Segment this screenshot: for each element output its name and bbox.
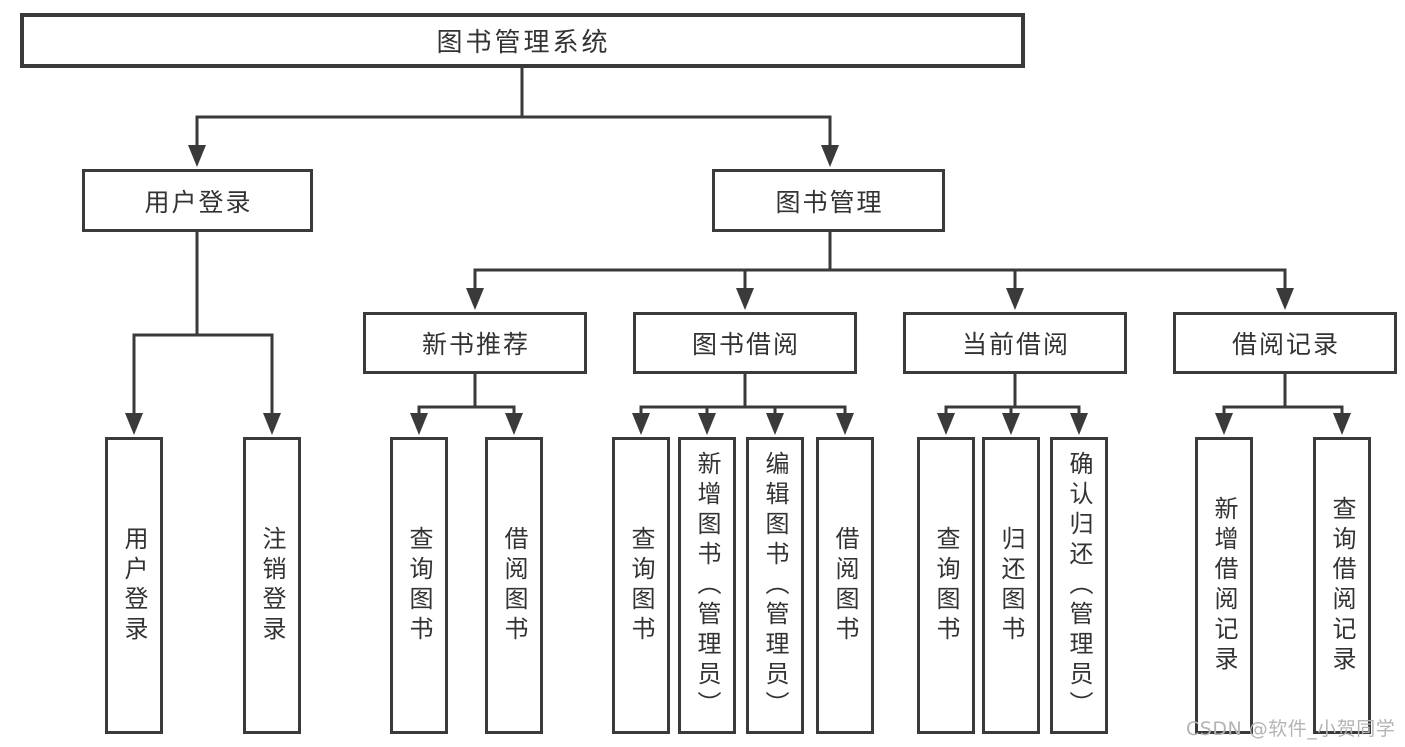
arrowheads — [125, 145, 1351, 435]
leaf-add-books-admin-label: 新增图书（管理员） — [693, 450, 721, 721]
arrow-down-icon — [821, 145, 839, 167]
leaf-query-books-current: 查询图书 — [917, 437, 975, 734]
leaf-query-borrow-record: 查询借阅记录 — [1313, 437, 1371, 734]
leaf-query-books-recommend-label: 查询图书 — [405, 525, 433, 646]
node-user-login: 用户登录 — [82, 169, 313, 232]
arrow-down-icon — [410, 413, 428, 435]
leaf-edit-books-admin: 编辑图书（管理员） — [746, 437, 804, 734]
arrow-down-icon — [466, 288, 484, 310]
leaf-query-borrow-record-label: 查询借阅记录 — [1328, 495, 1356, 676]
node-new-book-recommendation-label: 新书推荐 — [421, 330, 530, 359]
node-new-book-recommendation: 新书推荐 — [363, 312, 587, 374]
arrow-down-icon — [1215, 413, 1233, 435]
arrow-down-icon — [1333, 413, 1351, 435]
leaf-add-borrow-record: 新增借阅记录 — [1195, 437, 1253, 734]
leaf-return-books: 归还图书 — [982, 437, 1040, 734]
leaf-query-books-borrowing-label: 查询图书 — [627, 525, 655, 646]
arrow-down-icon — [1070, 413, 1088, 435]
leaf-borrow-books-borrowing: 借阅图书 — [816, 437, 874, 734]
leaf-logout-login: 注销登录 — [243, 437, 301, 734]
leaf-query-books-borrowing: 查询图书 — [612, 437, 670, 734]
node-book-management-label: 图书管理 — [775, 187, 884, 217]
arrow-down-icon — [1276, 288, 1294, 310]
arrow-down-icon — [937, 413, 955, 435]
arrow-down-icon — [766, 413, 784, 435]
node-root-label: 图书管理系统 — [436, 28, 611, 58]
leaf-add-borrow-record-label: 新增借阅记录 — [1210, 495, 1238, 676]
leaf-query-books-recommend: 查询图书 — [390, 437, 448, 734]
arrow-down-icon — [505, 413, 523, 435]
leaf-borrow-books-borrowing-label: 借阅图书 — [831, 525, 859, 646]
arrow-down-icon — [1006, 288, 1024, 310]
leaf-confirm-return-admin: 确认归还（管理员） — [1050, 437, 1108, 734]
node-book-borrowing: 图书借阅 — [633, 312, 857, 374]
arrow-down-icon — [1002, 413, 1020, 435]
node-root: 图书管理系统 — [20, 13, 1025, 68]
tree-edges — [132, 68, 1344, 415]
leaf-edit-books-admin-label: 编辑图书（管理员） — [761, 450, 789, 721]
arrow-down-icon — [263, 413, 281, 435]
node-borrowing-records-label: 借阅记录 — [1231, 330, 1340, 359]
node-book-borrowing-label: 图书借阅 — [691, 330, 800, 359]
watermark: CSDN @软件_小贺同学 — [1186, 718, 1396, 740]
leaf-return-books-label: 归还图书 — [997, 525, 1025, 646]
leaf-borrow-books-recommend-label: 借阅图书 — [500, 525, 528, 646]
arrow-down-icon — [836, 413, 854, 435]
node-current-borrowing: 当前借阅 — [903, 312, 1127, 374]
leaf-query-books-current-label: 查询图书 — [932, 525, 960, 646]
arrow-down-icon — [632, 413, 650, 435]
leaf-logout-login-label: 注销登录 — [258, 525, 286, 646]
node-current-borrowing-label: 当前借阅 — [961, 330, 1070, 359]
node-user-login-label: 用户登录 — [144, 187, 253, 217]
leaf-add-books-admin: 新增图书（管理员） — [678, 437, 736, 734]
leaf-user-login-label: 用户登录 — [120, 525, 148, 646]
leaf-confirm-return-admin-label: 确认归还（管理员） — [1065, 450, 1093, 721]
arrow-down-icon — [698, 413, 716, 435]
arrow-down-icon — [125, 413, 143, 435]
node-borrowing-records: 借阅记录 — [1173, 312, 1397, 374]
arrow-down-icon — [188, 145, 206, 167]
node-book-management: 图书管理 — [712, 169, 945, 232]
arrow-down-icon — [736, 288, 754, 310]
leaf-user-login: 用户登录 — [105, 437, 163, 734]
leaf-borrow-books-recommend: 借阅图书 — [485, 437, 543, 734]
